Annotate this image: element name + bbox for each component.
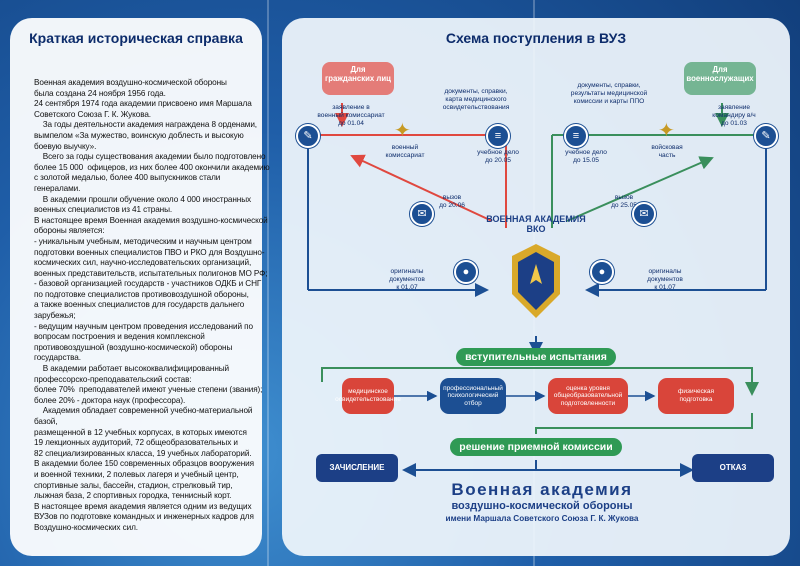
academy-name-line1: Военная академия bbox=[451, 480, 633, 499]
envelope-icon: ✉ bbox=[410, 202, 434, 226]
academy-name-line2: воздушно-космической обороны bbox=[451, 500, 633, 512]
military-office-label: войсковая часть bbox=[651, 144, 683, 159]
academy-label: ВОЕННАЯ АКАДЕМИЯ ВКО bbox=[486, 214, 586, 234]
military-application-label: заявление командиру в/ч до 01.03 bbox=[712, 104, 756, 127]
exams-title: вступительные испытания bbox=[456, 348, 616, 366]
military-originals-label: оригиналы документов к 01.07 bbox=[647, 268, 683, 291]
scheme-arrows bbox=[307, 103, 767, 477]
civilian-application-label: заявление в военный комиссариат до 01.04 bbox=[317, 104, 385, 127]
military-category-box: Для военнослужащих bbox=[684, 62, 756, 95]
exam-psychological: профессиональный психологический отбор bbox=[440, 378, 506, 414]
eagle-emblem-icon: ✦ bbox=[658, 120, 675, 142]
stack-icon: ≡ bbox=[486, 124, 510, 148]
decision-title: решение приемной комиссии bbox=[450, 438, 622, 456]
exam-education: оценка уровня общеобразовательной подгот… bbox=[548, 378, 628, 414]
civilian-file-label: учебное дело до 20.05 bbox=[477, 149, 519, 164]
document-icon: ✎ bbox=[296, 124, 320, 148]
exam-physical: физическая подготовка bbox=[658, 378, 734, 414]
civilian-originals-label: оригиналы документов к 01.07 bbox=[389, 268, 425, 291]
academy-emblem-icon bbox=[508, 242, 564, 320]
rejection-box: ОТКАЗ bbox=[692, 454, 774, 482]
military-documents-label: документы, справки, результаты медицинск… bbox=[570, 82, 648, 105]
scheme-title: Схема поступления в ВУЗ bbox=[445, 30, 627, 46]
document-icon: ✎ bbox=[754, 124, 778, 148]
military-call-label: вызов до 25.05 bbox=[611, 194, 637, 209]
academy-name-line3: имени Маршала Советского Союза Г. К. Жук… bbox=[445, 514, 639, 523]
envelope-icon: ✉ bbox=[632, 202, 656, 226]
civilian-call-label: вызов до 20.06 bbox=[439, 194, 465, 209]
history-panel: Краткая историческая справка Военная ака… bbox=[10, 18, 270, 556]
military-file-label: учебное дело до 15.05 bbox=[565, 149, 607, 164]
exam-medical: медицинское освидетельствование bbox=[335, 378, 401, 414]
civilian-documents-label: документы, справки, карта медицинского о… bbox=[442, 88, 510, 111]
civilian-office-label: военный комиссариат bbox=[385, 144, 425, 159]
history-title: Краткая историческая справка bbox=[29, 30, 243, 46]
eagle-emblem-icon: ✦ bbox=[394, 120, 411, 142]
admission-scheme-panel: Схема поступления в ВУЗ bbox=[282, 18, 790, 556]
fold-line bbox=[267, 0, 269, 566]
person-icon: ● bbox=[454, 260, 478, 284]
person-icon: ● bbox=[590, 260, 614, 284]
enrollment-box: ЗАЧИСЛЕНИЕ bbox=[316, 454, 398, 482]
civilian-category-box: Для гражданских лиц bbox=[322, 62, 394, 95]
stack-icon: ≡ bbox=[564, 124, 588, 148]
history-text: Военная академия воздушно-космической об… bbox=[34, 78, 270, 532]
